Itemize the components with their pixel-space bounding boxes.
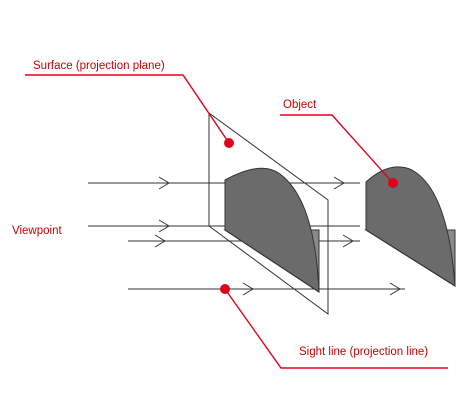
sight-line-1-arrow-a — [158, 176, 170, 190]
object-callout-dot — [388, 178, 398, 188]
sight-line-2-arrow-a — [158, 219, 170, 233]
surface-callout-dot — [224, 138, 234, 148]
projected-shape-face — [224, 167, 320, 293]
surface-label: Surface (projection plane) — [33, 60, 165, 72]
sight-line-label: Sight line (projection line) — [299, 346, 428, 358]
object-front-face — [365, 166, 456, 287]
projected-shape-edge — [224, 229, 320, 293]
surface-callout: Surface (projection plane) — [25, 60, 234, 148]
viewpoint-label: Viewpoint — [12, 225, 62, 237]
sight-line-1-arrow-b — [333, 176, 345, 190]
object-callout-line — [280, 114, 394, 184]
sight-line-4-arrow-b — [389, 282, 401, 296]
object-label: Object — [283, 99, 317, 111]
object-callout: Object — [280, 99, 398, 188]
projected-shape — [223, 167, 320, 293]
object-base-edge — [365, 229, 456, 287]
sight-line-4-arrow-a — [242, 282, 254, 296]
sight-line-callout: Sight line (projection line) — [220, 284, 448, 369]
sight-line-callout-line — [224, 288, 448, 369]
projection-plane — [208, 112, 329, 315]
sight-line-3-arrow-a — [154, 234, 166, 248]
object-shape — [364, 166, 456, 287]
sight-line-3-arrow-b — [342, 234, 354, 248]
surface-callout-line — [25, 74, 230, 144]
